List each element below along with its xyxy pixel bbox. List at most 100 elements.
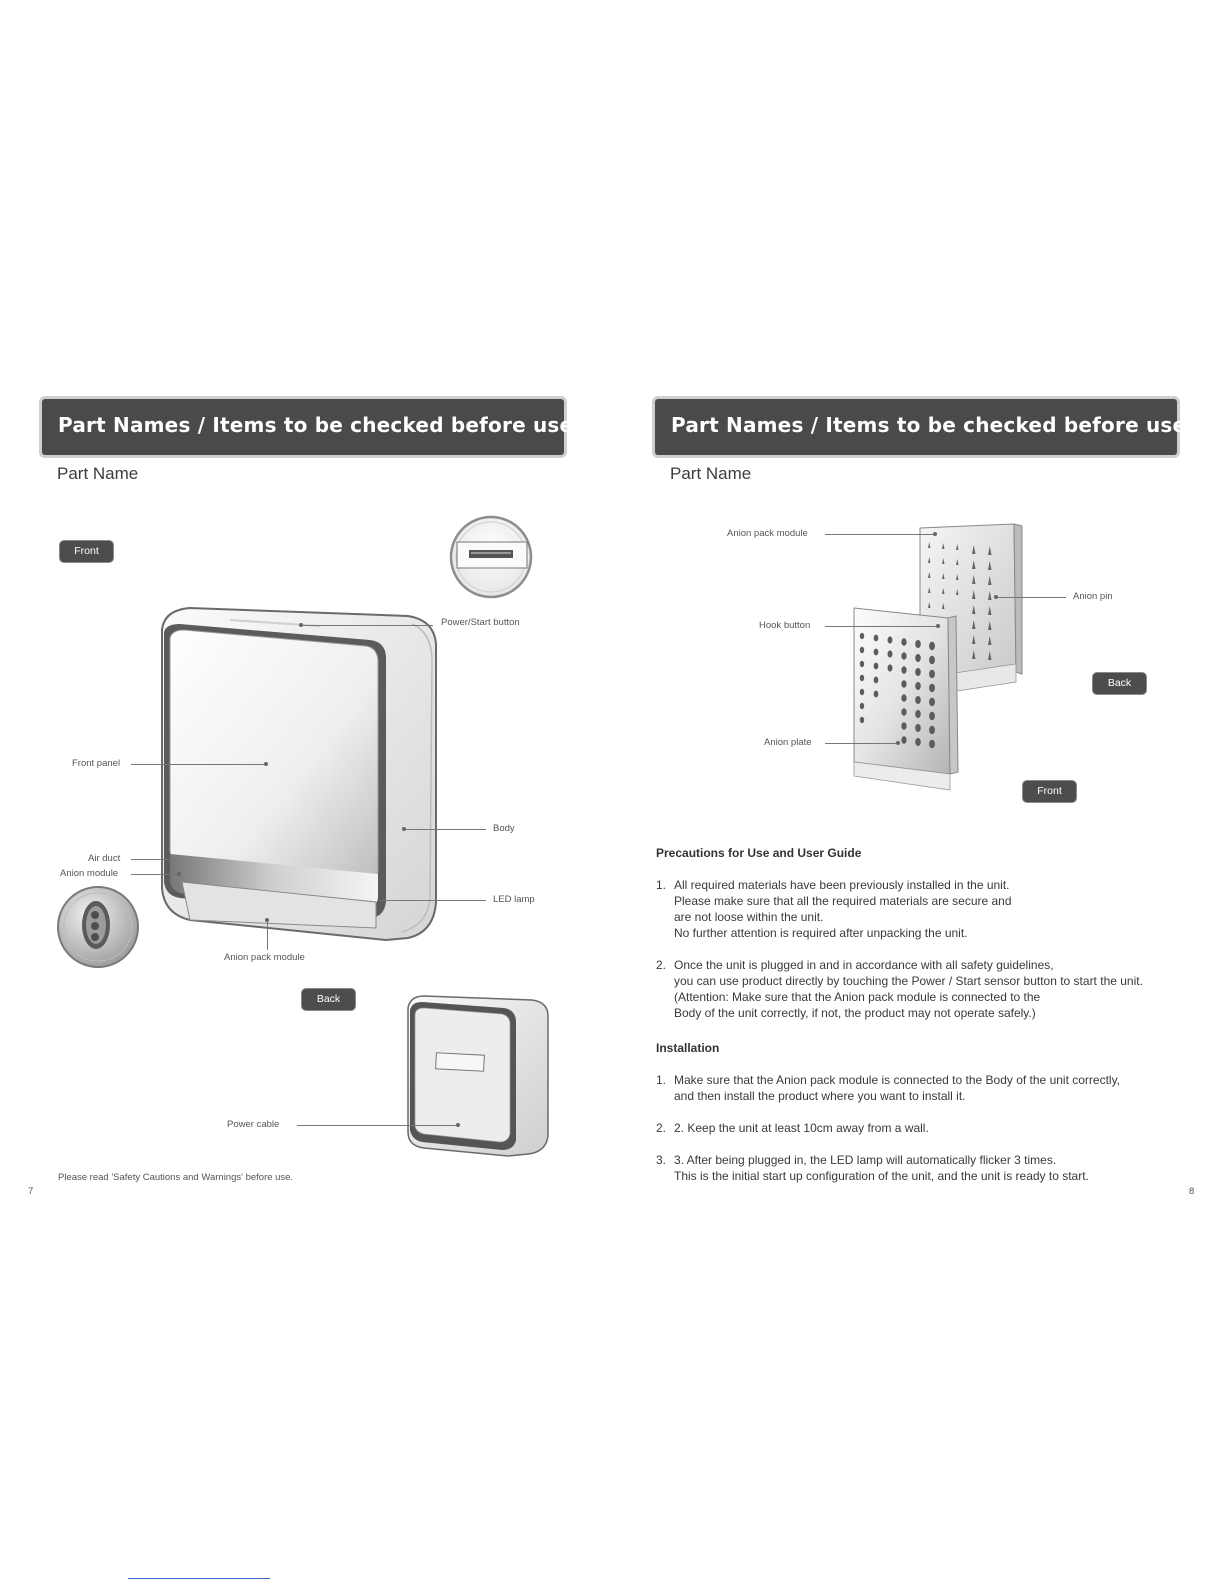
label-anion-pin: Anion pin [1073, 591, 1113, 602]
list-item: 2.Once the unit is plugged in and in acc… [656, 957, 1216, 1021]
right-banner-title: Part Names / Items to be checked before … [671, 413, 1187, 437]
anion-plate-hole [873, 690, 879, 698]
anion-pin-mark [972, 545, 976, 554]
list-item-line: you can use product directly by touching… [674, 974, 1143, 988]
anion-plate-hole [915, 710, 921, 718]
list-item-number: 1. [656, 878, 667, 892]
label-body: Body [493, 823, 515, 834]
label-anion-pack-module-left: Anion pack module [224, 952, 305, 963]
anion-plate-hole [859, 688, 865, 696]
anion-plate-hole [887, 650, 893, 658]
anion-plate-hole [901, 694, 907, 702]
list-item-line: Body of the unit correctly, if not, the … [674, 1006, 1036, 1020]
left-subheading: Part Name [57, 464, 139, 483]
anion-plate-hole [929, 697, 935, 707]
list-item-line: (Attention: Make sure that the Anion pac… [674, 990, 1041, 1004]
leader-line [825, 626, 937, 627]
power-button-zoom-illustration [449, 515, 533, 599]
leader-line [131, 859, 176, 860]
anion-pin-mark [972, 650, 976, 659]
anion-pin-mark [988, 546, 992, 555]
leader-line [131, 874, 179, 875]
anion-pin-mark [972, 590, 976, 599]
list-item-line: All required materials have been previou… [674, 878, 1010, 892]
anion-pin-mark [988, 636, 992, 645]
label-anion-plate: Anion plate [764, 737, 812, 748]
label-power-start-button: Power/Start button [441, 617, 520, 628]
leader-line [825, 743, 897, 744]
anion-plate-hole [915, 738, 921, 746]
anion-pin-mark [942, 603, 945, 609]
anion-pin-mark [928, 557, 931, 563]
anion-plate-hole [887, 664, 893, 672]
list-item: 2. 2. Keep the unit at least 10cm away fr… [656, 1120, 1216, 1136]
anion-pin-mark [956, 574, 959, 580]
label-air-duct: Air duct [88, 853, 121, 864]
leader-dot [896, 741, 900, 745]
anion-plate-hole [859, 674, 865, 682]
left-back-tag: Back [302, 989, 355, 1010]
anion-pin-mark [956, 559, 959, 565]
anion-plate-hole [873, 662, 879, 670]
anion-plate-hole [887, 636, 893, 644]
anion-pin-mark [942, 588, 945, 594]
leader-line [380, 900, 486, 901]
leader-line [404, 829, 486, 830]
leader-dot [936, 624, 940, 628]
list-item-number: 1. [656, 1073, 667, 1087]
anion-pin-mark [988, 606, 992, 615]
anion-plate-front-illustration [853, 607, 959, 791]
leader-dot [994, 595, 998, 599]
label-anion-module: Anion module [60, 868, 119, 879]
anion-pin-mark [942, 543, 945, 549]
list-item-line: Once the unit is plugged in and in accor… [674, 958, 1054, 972]
list-item: 1. All required materials have been previ… [656, 877, 1216, 941]
list-item: 3.3. After being plugged in, the LED lam… [656, 1152, 1216, 1184]
anion-pin-mark [972, 605, 976, 614]
anion-plate-hole [915, 696, 921, 704]
anion-pin-mark [928, 602, 931, 608]
anion-pin-mark [972, 635, 976, 644]
anion-plate-hole [929, 725, 935, 735]
anion-pin-mark [988, 621, 992, 630]
anion-plate-hole [873, 648, 879, 656]
right-subheading: Part Name [670, 464, 752, 483]
anion-plate-hole [915, 668, 921, 676]
list-item-number: 3. [656, 1153, 667, 1167]
anion-plate-hole [915, 654, 921, 662]
left-front-tag: Front [60, 541, 113, 562]
anion-pin-mark [988, 651, 992, 660]
anion-plate-hole [859, 716, 865, 724]
left-footnote: Please read 'Safety Cautions and Warning… [58, 1172, 294, 1183]
anion-pin-mark [928, 587, 931, 593]
anion-plate-hole [859, 702, 865, 710]
leader-dot [299, 623, 303, 627]
leader-dot [456, 1123, 460, 1127]
leader-line [825, 534, 933, 535]
anion-pin-mark [956, 589, 959, 595]
leader-line [301, 625, 433, 626]
leader-dot [402, 827, 406, 831]
list-item-line: are not loose within the unit. [674, 910, 824, 924]
label-anion-pack-module-right: Anion pack module [727, 528, 808, 539]
anion-pin-mark [928, 542, 931, 548]
list-item-line: No further attention is required after u… [674, 926, 968, 940]
installation-title: Installation [656, 1041, 720, 1055]
list-item-number: 2. [656, 1121, 667, 1135]
anion-plate-hole [901, 652, 907, 660]
leader-dot [933, 532, 937, 536]
anion-plate-hole [901, 666, 907, 674]
anion-plate-hole [859, 646, 865, 654]
anion-plate-hole [901, 736, 907, 744]
anion-pin-mark [942, 573, 945, 579]
anion-pin-mark [942, 558, 945, 564]
bottom-divider [128, 1578, 270, 1579]
anion-plate-hole [873, 676, 879, 684]
anion-plate-hole [859, 660, 865, 668]
anion-pin-mark [972, 620, 976, 629]
left-banner-title: Part Names / Items to be checked before … [58, 413, 574, 437]
left-page-number: 7 [28, 1186, 34, 1197]
list-item-line: 2. Keep the unit at least 10cm away from… [674, 1121, 929, 1135]
right-banner: Part Names / Items to be checked before … [655, 399, 1186, 455]
list-item-line: Please make sure that all the required m… [674, 894, 1012, 908]
